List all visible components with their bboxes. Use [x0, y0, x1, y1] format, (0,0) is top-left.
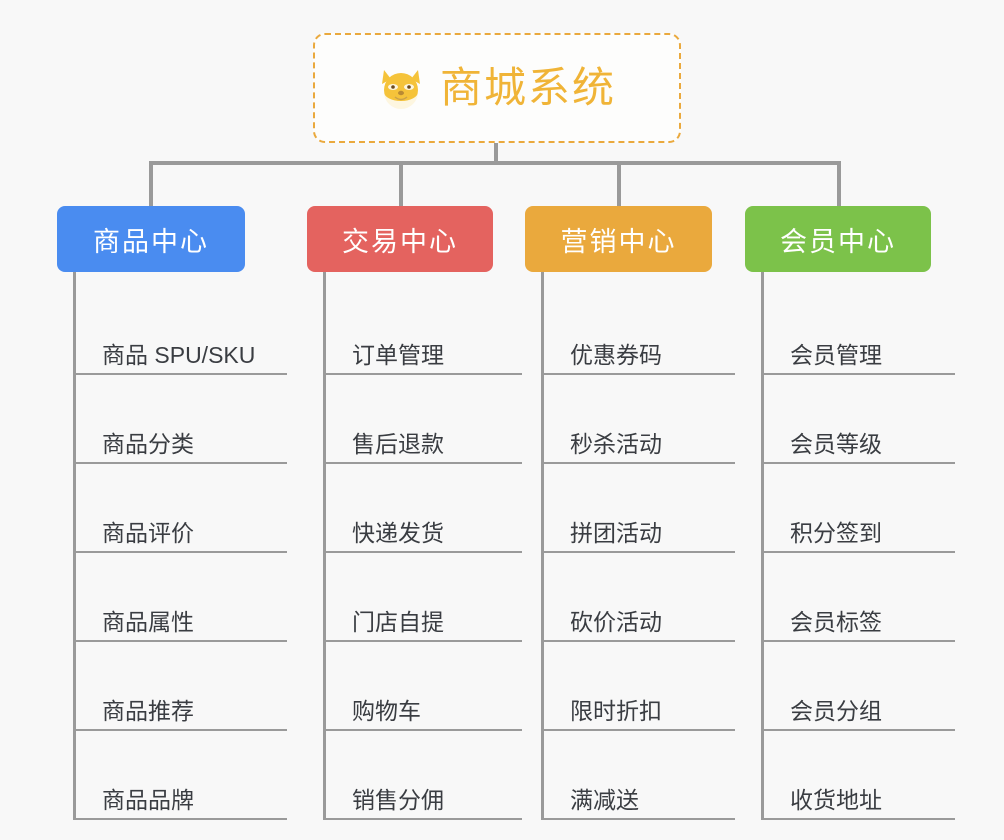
list-item[interactable]: 会员分组 [762, 642, 955, 731]
list-item[interactable]: 商品评价 [74, 464, 287, 553]
leaf-label: 秒杀活动 [570, 430, 662, 457]
list-item[interactable]: 商品属性 [74, 553, 287, 642]
list-item[interactable]: 秒杀活动 [542, 375, 735, 464]
branch-column-product-center: 商品中心 商品 SPU/SKU 商品分类 商品评价 商品属性 商品推荐 商品品牌 [57, 206, 287, 820]
leaf-label: 销售分佣 [352, 786, 444, 813]
leaf-label: 商品评价 [102, 519, 194, 546]
leaf-label: 砍价活动 [570, 608, 662, 635]
branch-items-member-center: 会员管理 会员等级 积分签到 会员标签 会员分组 收货地址 [745, 272, 955, 820]
list-item[interactable]: 快递发货 [324, 464, 522, 553]
leaf-label: 商品分类 [102, 430, 194, 457]
branch-column-member-center: 会员中心 会员管理 会员等级 积分签到 会员标签 会员分组 收货地址 [745, 206, 955, 820]
leaf-label: 会员等级 [790, 430, 882, 457]
root-title: 商城系统 [439, 64, 616, 111]
list-item[interactable]: 会员标签 [762, 553, 955, 642]
leaf-label: 商品属性 [102, 608, 194, 635]
leaf-label: 限时折扣 [570, 697, 662, 724]
leaf-label: 商品 SPU/SKU [102, 341, 256, 368]
leaf-label: 商品品牌 [102, 786, 194, 813]
connector-drop-1 [149, 161, 153, 208]
list-item[interactable]: 砍价活动 [542, 553, 735, 642]
branch-spine [73, 272, 76, 820]
connector-drop-4 [837, 161, 841, 208]
list-item[interactable]: 满减送 [542, 731, 735, 820]
leaf-label: 优惠券码 [570, 341, 662, 368]
list-item[interactable]: 订单管理 [324, 286, 522, 375]
branch-spine [541, 272, 544, 820]
leaf-label: 售后退款 [352, 430, 444, 457]
list-item[interactable]: 优惠券码 [542, 286, 735, 375]
leaf-label: 订单管理 [352, 341, 444, 368]
branch-header-label: 营销中心 [560, 226, 677, 257]
branch-header-label: 会员中心 [780, 226, 896, 257]
list-item[interactable]: 售后退款 [324, 375, 522, 464]
branch-header-member-center[interactable]: 会员中心 [745, 206, 931, 272]
root-node[interactable]: 商城系统 [313, 33, 681, 143]
leaf-label: 门店自提 [352, 608, 444, 635]
shiba-inu-icon [378, 64, 426, 112]
branch-header-product-center[interactable]: 商品中心 [57, 206, 245, 272]
branch-spine [761, 272, 764, 820]
list-item[interactable]: 商品 SPU/SKU [74, 286, 287, 375]
leaf-label: 快递发货 [352, 519, 444, 546]
list-item[interactable]: 收货地址 [762, 731, 955, 820]
leaf-label: 满减送 [570, 786, 639, 813]
leaf-label: 会员管理 [790, 341, 882, 368]
connector-drop-3 [617, 161, 621, 208]
list-item[interactable]: 会员等级 [762, 375, 955, 464]
list-item[interactable]: 会员管理 [762, 286, 955, 375]
branch-header-marketing-center[interactable]: 营销中心 [525, 206, 712, 272]
branch-header-trade-center[interactable]: 交易中心 [307, 206, 493, 272]
leaf-label: 拼团活动 [570, 519, 662, 546]
list-item[interactable]: 商品推荐 [74, 642, 287, 731]
list-item[interactable]: 购物车 [324, 642, 522, 731]
list-item[interactable]: 销售分佣 [324, 731, 522, 820]
branch-column-trade-center: 交易中心 订单管理 售后退款 快递发货 门店自提 购物车 销售分佣 [307, 206, 522, 820]
leaf-label: 购物车 [352, 697, 421, 724]
branch-spine [323, 272, 326, 820]
leaf-label: 收货地址 [790, 786, 882, 813]
branch-items-product-center: 商品 SPU/SKU 商品分类 商品评价 商品属性 商品推荐 商品品牌 [57, 272, 287, 820]
connector-root-stem [494, 143, 498, 163]
list-item[interactable]: 限时折扣 [542, 642, 735, 731]
leaf-label: 会员分组 [790, 697, 882, 724]
branch-header-label: 交易中心 [342, 226, 458, 257]
connector-horizontal-bus [149, 161, 841, 165]
list-item[interactable]: 门店自提 [324, 553, 522, 642]
list-item[interactable]: 商品品牌 [74, 731, 287, 820]
branch-column-marketing-center: 营销中心 优惠券码 秒杀活动 拼团活动 砍价活动 限时折扣 满减送 [525, 206, 735, 820]
leaf-label: 积分签到 [790, 519, 882, 546]
list-item[interactable]: 积分签到 [762, 464, 955, 553]
connector-drop-2 [399, 161, 403, 208]
branch-items-trade-center: 订单管理 售后退款 快递发货 门店自提 购物车 销售分佣 [307, 272, 522, 820]
branch-items-marketing-center: 优惠券码 秒杀活动 拼团活动 砍价活动 限时折扣 满减送 [525, 272, 735, 820]
leaf-label: 商品推荐 [102, 697, 194, 724]
list-item[interactable]: 商品分类 [74, 375, 287, 464]
leaf-label: 会员标签 [790, 608, 882, 635]
list-item[interactable]: 拼团活动 [542, 464, 735, 553]
branch-header-label: 商品中心 [93, 226, 209, 257]
